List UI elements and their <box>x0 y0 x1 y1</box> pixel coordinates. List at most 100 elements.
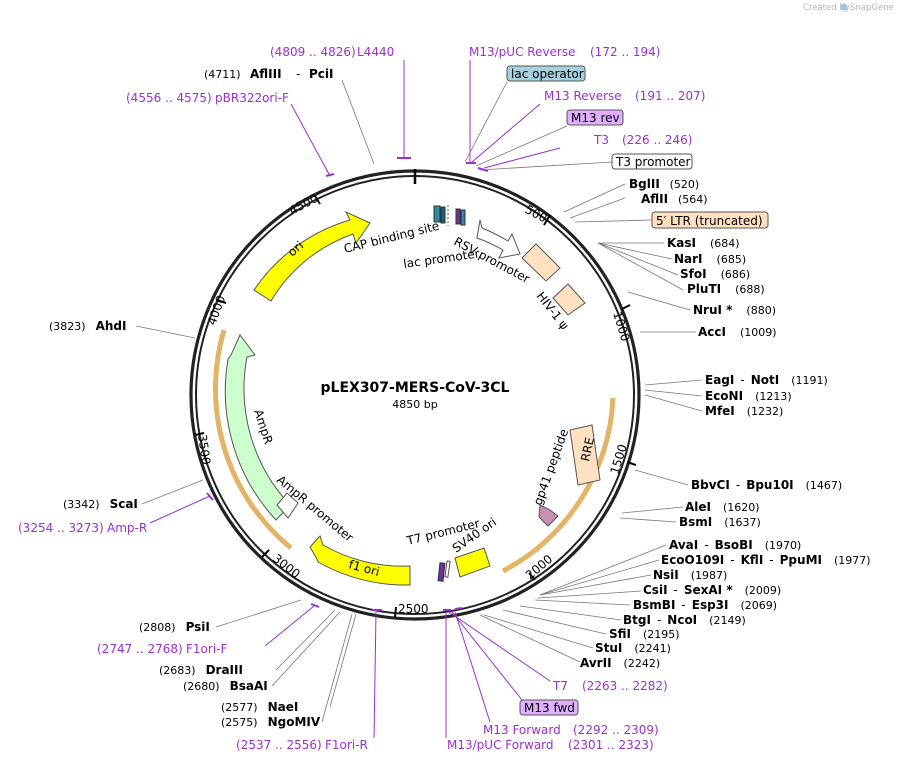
gp41-feature <box>538 504 559 527</box>
lac-operator-feature <box>433 205 441 223</box>
plasmid-name: pLEX307-MERS-CoV-3CL <box>321 380 510 396</box>
site-kasi: KasI(684) <box>667 236 740 250</box>
site-alei: AleI(1620) <box>685 500 760 514</box>
site-econi: EcoNI(1213) <box>705 389 792 403</box>
ampr-label: AmpR <box>251 408 275 446</box>
t3-promoter-feature <box>460 209 466 226</box>
site-ahdi: (3823)AhdI <box>49 319 126 333</box>
site-sfoi: SfoI(686) <box>680 267 750 281</box>
site-acci: AccI(1009) <box>698 325 777 339</box>
site-csii: CsiI-SexAI *(2009) <box>643 583 781 597</box>
sv40-ori-feature <box>454 547 491 578</box>
lac-operator-box <box>506 65 586 82</box>
site-pluti: PluTI(688) <box>687 282 765 296</box>
site-scai: (3342)ScaI <box>63 497 138 511</box>
site-avrii: AvrII(2242) <box>580 656 660 670</box>
m13puc-fwd-label: M13/pUC Forward <box>447 738 554 752</box>
m13-fwd-label: M13 fwd <box>524 701 575 715</box>
ruler-label-4000: 4000 <box>205 294 229 327</box>
ltr-label: 5′ LTR (truncated) <box>656 214 763 228</box>
hiv-psi-feature <box>552 283 586 316</box>
l4440-label: L4440 <box>357 45 394 59</box>
f1orir-label: F1ori-R <box>325 738 368 752</box>
ruler-label-2500: 2500 <box>398 602 429 616</box>
m13-forward-range: (2292 .. 2309) <box>573 723 659 737</box>
ltr-feature <box>521 243 561 282</box>
site-mfei: MfeI(1232) <box>705 404 783 418</box>
site-stui: StuI(2241) <box>595 641 671 655</box>
t3-range: (226 .. 246) <box>622 133 692 147</box>
site-draiii: (2683)DraIII <box>159 663 243 677</box>
m13puc-rev-range: (172 .. 194) <box>590 45 660 59</box>
site-bbvci: BbvCI-Bpu10I(1467) <box>691 478 842 492</box>
f1orif-range: (2747 .. 2768) <box>97 642 183 656</box>
site-nsii: NsiI(1987) <box>653 568 727 582</box>
pbr-range: (4556 .. 4575) <box>126 91 212 105</box>
lac-promoter-label: lac promoter <box>402 246 480 271</box>
rsv-promoter-feature <box>476 219 521 259</box>
site-ecoo109i: EcoO109I-KflI-PpuMI(1977) <box>661 553 871 567</box>
ampr-primer-range: (3254 .. 3273) <box>18 521 104 535</box>
m13-rev-label: M13 rev <box>571 111 620 125</box>
site-bglii: BglII (520) <box>629 177 699 191</box>
insert-arc-right <box>501 397 616 574</box>
snapgene-logo-icon <box>840 3 848 11</box>
site-bsaai: (2680)BsaAI <box>183 679 268 693</box>
f1-ori-feature <box>309 535 411 586</box>
gp41-label: gp41 peptide <box>531 427 572 507</box>
m13-fwd-box <box>519 699 579 716</box>
site-nrui: NruI *(880) <box>693 303 776 317</box>
afliii-label: AflIII <box>250 67 282 81</box>
m13-reverse-label: M13 Reverse <box>544 89 622 103</box>
site-aflii: AflII (564) <box>641 192 708 206</box>
f1orir-range: (2537 .. 2556) <box>236 738 322 752</box>
f1orif-label: F1ori-F <box>186 642 227 656</box>
plasmid-length: 4850 bp <box>392 398 437 411</box>
lac-operator-label: lac operator <box>511 67 584 81</box>
top-site-leaders <box>341 79 653 223</box>
site-nari: NarI(685) <box>674 252 746 266</box>
t3-label: T3 <box>593 133 609 147</box>
t3-promoter-box <box>611 153 693 170</box>
m13-rev-box <box>566 109 624 126</box>
site-bsmbi: BsmBI-Esp3I(2069) <box>633 598 777 612</box>
ampr-promoter-feature <box>276 492 299 519</box>
ruler-ticks <box>194 195 637 618</box>
site-btgi: BtgI-NcoI(2149) <box>623 613 746 627</box>
site-naei: (2577)NaeI <box>221 700 298 714</box>
t7-label: T7 <box>552 679 568 693</box>
pcii-label: PciI <box>309 67 334 81</box>
m13puc-fwd-range: (2301 .. 2323) <box>568 738 654 752</box>
left-site-leaders <box>135 325 357 723</box>
m13puc-rev-label: M13/pUC Reverse <box>469 45 576 59</box>
site-avai: AvaI-BsoBI(1970) <box>669 538 801 552</box>
site-dash: - <box>296 67 300 81</box>
brand-text: SnapGene <box>850 3 894 13</box>
m13-reverse-range: (191 .. 207) <box>635 89 705 103</box>
ruler-label-3500: 3500 <box>195 433 213 465</box>
bottom-primer-ticks <box>206 492 463 611</box>
pbr-label: pBR322ori-F <box>215 91 289 105</box>
bottom-primer-leaders <box>149 495 551 739</box>
rre-label: RRE <box>578 436 597 463</box>
lac-small-feature <box>444 560 451 578</box>
ampr-arc-left <box>212 329 293 550</box>
t7-promoter-feature <box>437 562 446 582</box>
t3-promoter-label: T3 promoter <box>615 155 691 169</box>
site-eagi-noti: EagI-NotI(1191) <box>705 373 828 387</box>
t3-feature <box>455 208 461 225</box>
l4440-range: (4809 .. 4826) <box>270 45 356 59</box>
site-sfii: SfiI(2195) <box>609 627 680 641</box>
ruler-label-1000: 1000 <box>610 310 632 343</box>
site-psii: (2808)PsiI <box>139 620 210 634</box>
m13-forward-label: M13 Forward <box>483 723 561 737</box>
ruler-label-4500: 4500 <box>287 191 321 218</box>
m13-rev-feature <box>440 206 446 224</box>
rre-feature <box>569 424 601 486</box>
afliii-pos: (4711) <box>204 68 241 81</box>
ampr-primer-label: Amp-R <box>107 521 147 535</box>
credit-text: Created by <box>803 3 850 13</box>
right-site-leaders <box>479 242 703 663</box>
